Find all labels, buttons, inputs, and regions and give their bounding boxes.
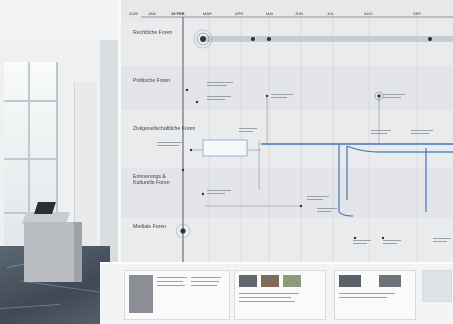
month-sep: SEP [413, 11, 422, 16]
timeline-wall: 2020 JAN 19 FEB MÄR APR MAI JUN JUL AUG … [118, 0, 453, 270]
photo-thumb [283, 275, 301, 287]
text-line [339, 297, 387, 298]
portrait-grid [129, 275, 153, 313]
photo-thumb [379, 275, 401, 287]
pillar [74, 82, 97, 252]
window-mullion [28, 62, 30, 252]
photo-thumb [339, 275, 361, 287]
ceiling [0, 0, 120, 40]
rechtliche-track [193, 29, 453, 49]
year-label: 2020 [129, 11, 138, 16]
table-screen [422, 270, 452, 302]
text-line [191, 285, 217, 286]
display-table [100, 262, 453, 324]
table-card [234, 270, 326, 320]
month-jul: JUL [327, 11, 335, 16]
month-apr: APR [235, 11, 244, 16]
lane-label-politische: Politische Foren [133, 78, 171, 84]
table-card [334, 270, 416, 320]
timeline-graphic [121, 16, 453, 270]
lane-label-erinnerung: Erinnerungs & Kulturelle Foren [133, 174, 170, 186]
text-line [191, 277, 221, 278]
month-mai: MAI [266, 11, 274, 16]
photo-thumb [239, 275, 257, 287]
month-jan: JAN [148, 11, 156, 16]
month-mar: MÄR [203, 11, 212, 16]
lane-label-mediale: Mediale Foren [133, 224, 167, 230]
text-line [239, 297, 291, 298]
text-line [191, 281, 219, 282]
lane-label-zivil: Zivilgesellschaftliche Foren [133, 126, 196, 132]
lane-label-rechtliche: Rechtliche Foren [133, 30, 173, 36]
lane-bands [121, 22, 453, 270]
highlight-box [202, 139, 248, 157]
event-nodes [175, 88, 385, 240]
blue-network-lines [261, 143, 453, 217]
table-card [124, 270, 230, 320]
text-line [239, 293, 299, 294]
text-line [339, 293, 395, 294]
text-line [239, 301, 295, 302]
window-bar [4, 100, 56, 102]
floor-vein [20, 280, 100, 293]
text-line [157, 285, 185, 286]
window-bar [4, 158, 56, 160]
floor-vein [0, 303, 60, 310]
text-line [157, 277, 187, 278]
text-line [157, 281, 183, 282]
pedestal [24, 222, 82, 282]
key-date-label: 19 FEB [171, 11, 185, 16]
month-jun: JUN [295, 11, 303, 16]
grey-connectors [191, 96, 380, 207]
month-aug: AUG [364, 11, 373, 16]
photo-thumb [261, 275, 279, 287]
